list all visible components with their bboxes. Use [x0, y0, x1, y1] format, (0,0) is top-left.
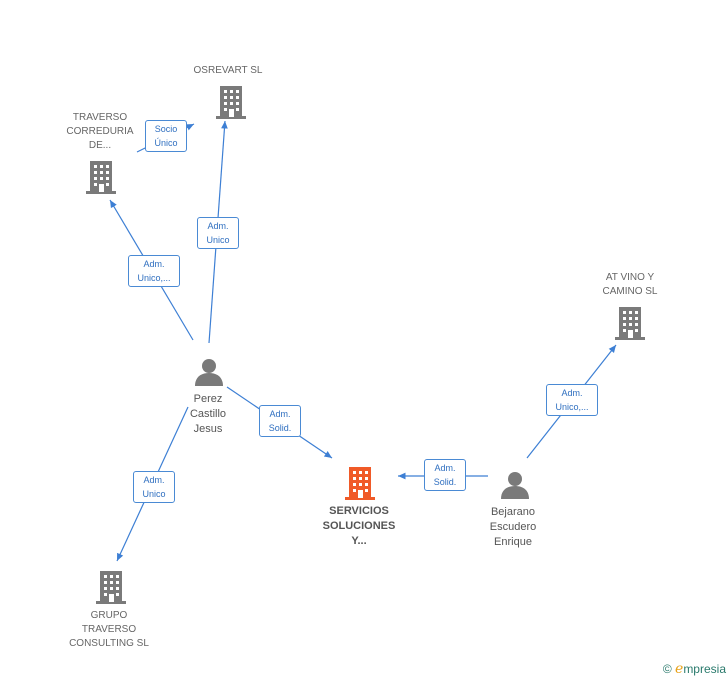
building-icon[interactable] — [614, 305, 646, 346]
edge-label-perez-traverso[interactable]: Adm. Unico,... — [128, 255, 180, 287]
node-label-line: Y... — [351, 535, 367, 547]
node-label-osrevart[interactable]: OSREVART SL — [178, 64, 278, 78]
person-icon[interactable] — [194, 357, 224, 392]
edge-label-line: Solid. — [268, 423, 292, 433]
building-icon[interactable] — [85, 159, 117, 200]
node-label-line: GRUPO — [90, 610, 128, 621]
brand-name: mpresia — [683, 662, 726, 676]
edge-label-line: Adm. — [269, 409, 291, 419]
node-label-line: OSREVART SL — [193, 65, 263, 76]
brand-logo-initial: e — [675, 661, 684, 677]
node-label-line: SOLUCIONES — [322, 520, 396, 532]
copyright-symbol: © — [662, 662, 672, 676]
node-label-line: SERVICIOS — [329, 505, 389, 517]
edge-label-line: Unico,... — [137, 273, 171, 283]
node-label-line: CONSULTING SL — [69, 638, 149, 649]
edge-label-line: Adm. — [207, 221, 229, 231]
node-label-grupo-traverso[interactable]: GRUPO TRAVERSO CONSULTING SL — [54, 609, 164, 651]
building-icon[interactable] — [344, 465, 376, 506]
node-label-line: CAMINO SL — [602, 286, 658, 297]
edge-label-line: Adm. — [143, 259, 165, 269]
node-label-line: Castillo — [189, 408, 227, 420]
edge-label-perez-osrevart[interactable]: Adm. Unico — [197, 217, 239, 249]
node-label-line: Perez — [193, 393, 223, 405]
node-label-line: AT VINO Y — [605, 272, 655, 283]
edge-label-line: Unico — [206, 235, 230, 245]
person-icon[interactable] — [500, 470, 530, 505]
edge-label-line: Socio — [154, 124, 178, 134]
edge-label-line: Unico,... — [555, 402, 589, 412]
edge-label-traverso-osrevart[interactable]: Socio Único — [145, 120, 187, 152]
building-icon[interactable] — [215, 84, 247, 125]
edge-label-line: Solid. — [433, 477, 457, 487]
brand-footer: © empresia — [663, 661, 726, 677]
node-label-line: DE... — [88, 140, 112, 151]
edge-label-perez-servicios[interactable]: Adm. Solid. — [259, 405, 301, 437]
edge-label-bejarano-atvino[interactable]: Adm. Unico,... — [546, 384, 598, 416]
edge-label-line: Unico — [142, 489, 166, 499]
edge-label-line: Adm. — [561, 388, 583, 398]
node-label-line: Escudero — [489, 521, 537, 533]
node-label-perez[interactable]: Perez Castillo Jesus — [168, 392, 248, 437]
edge-label-line: Único — [154, 138, 178, 148]
node-label-line: Enrique — [494, 536, 532, 548]
edge-label-line: Adm. — [434, 463, 456, 473]
node-label-line: TRAVERSO — [81, 624, 137, 635]
node-label-line: CORREDURIA — [66, 126, 134, 137]
edge-label-bejarano-servicios[interactable]: Adm. Solid. — [424, 459, 466, 491]
edge-label-perez-grupo[interactable]: Adm. Unico — [133, 471, 175, 503]
building-icon[interactable] — [95, 569, 127, 610]
node-label-bejarano[interactable]: Bejarano Escudero Enrique — [473, 505, 553, 550]
node-label-servicios[interactable]: SERVICIOS SOLUCIONES Y... — [309, 504, 409, 549]
node-label-line: Jesus — [193, 423, 223, 435]
edge-label-line: Adm. — [143, 475, 165, 485]
node-label-traverso-correduria[interactable]: TRAVERSO CORREDURIA DE... — [50, 111, 150, 153]
node-label-line: Bejarano — [490, 506, 536, 518]
node-label-at-vino[interactable]: AT VINO Y CAMINO SL — [580, 271, 680, 299]
node-label-line: TRAVERSO — [72, 112, 128, 123]
